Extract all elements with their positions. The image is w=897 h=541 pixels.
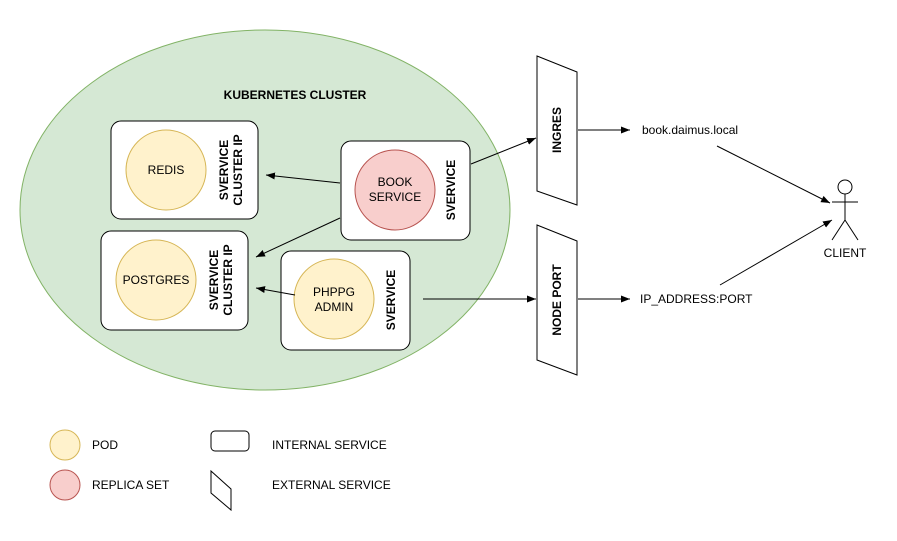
node-port-label: NODE PORT	[550, 264, 564, 336]
phppg-service-label: SVERVICE	[384, 270, 398, 330]
postgres-pod-label: POSTGRES	[123, 273, 190, 287]
arrow-book-to-ingress	[470, 137, 537, 165]
redis-pod	[125, 129, 207, 211]
legend-replica-set-swatch	[49, 469, 81, 501]
cluster-title: KUBERNETES CLUSTER	[224, 88, 367, 102]
redis-service: REDIS SVERVICE CLUSTER IP	[110, 120, 259, 220]
legend-replica-set-label: REPLICA SET	[92, 478, 170, 492]
client-actor-icon	[831, 179, 859, 241]
postgres-pod	[115, 239, 197, 321]
node-port-external-service: NODE PORT	[536, 224, 578, 376]
legend: POD REPLICA SET INTERNAL SERVICE EXTERNA…	[49, 429, 391, 512]
phppg-pod	[293, 258, 375, 340]
domain-endpoint-label: book.daimus.local	[642, 123, 738, 137]
legend-pod-swatch	[49, 429, 81, 461]
ip-port-endpoint-label: IP_ADDRESS:PORT	[640, 292, 753, 306]
arrow-phppg-to-postgres	[255, 286, 296, 296]
legend-pod-label: POD	[92, 438, 118, 452]
legend-internal-service-label: INTERNAL SERVICE	[272, 438, 387, 452]
arrow-ip-to-client	[719, 219, 833, 286]
postgres-service-label-1: SVERVICE	[207, 250, 221, 310]
postgres-service: POSTGRES SVERVICE CLUSTER IP	[100, 230, 249, 331]
client-label: CLIENT	[824, 246, 867, 260]
book-pod-label-1: BOOK	[378, 175, 413, 189]
book-service-replica-set	[354, 149, 436, 231]
book-service-label: SVERVICE	[444, 160, 458, 220]
phppg-pod-label-1: PHPPG	[313, 285, 355, 299]
book-service: BOOK SERVICE SVERVICE	[340, 140, 471, 241]
arrow-book-to-redis	[265, 172, 341, 184]
redis-service-label-2: CLUSTER IP	[231, 134, 245, 205]
redis-service-label-1: SVERVICE	[217, 140, 231, 200]
ingress-external-service: INGRES	[536, 55, 578, 206]
legend-external-service-label: EXTERNAL SERVICE	[272, 478, 391, 492]
arrow-domain-to-client	[716, 145, 831, 204]
book-pod-label-2: SERVICE	[369, 190, 421, 204]
legend-internal-service-swatch	[210, 430, 250, 452]
ingress-label: INGRES	[550, 107, 564, 153]
redis-pod-label: REDIS	[148, 163, 185, 177]
arrow-book-to-postgres	[255, 217, 341, 258]
postgres-service-label-2: CLUSTER IP	[221, 244, 235, 315]
phppg-pod-label-2: ADMIN	[315, 300, 354, 314]
phppg-service: PHPPG ADMIN SVERVICE	[280, 250, 411, 351]
legend-external-service-swatch	[210, 469, 232, 512]
